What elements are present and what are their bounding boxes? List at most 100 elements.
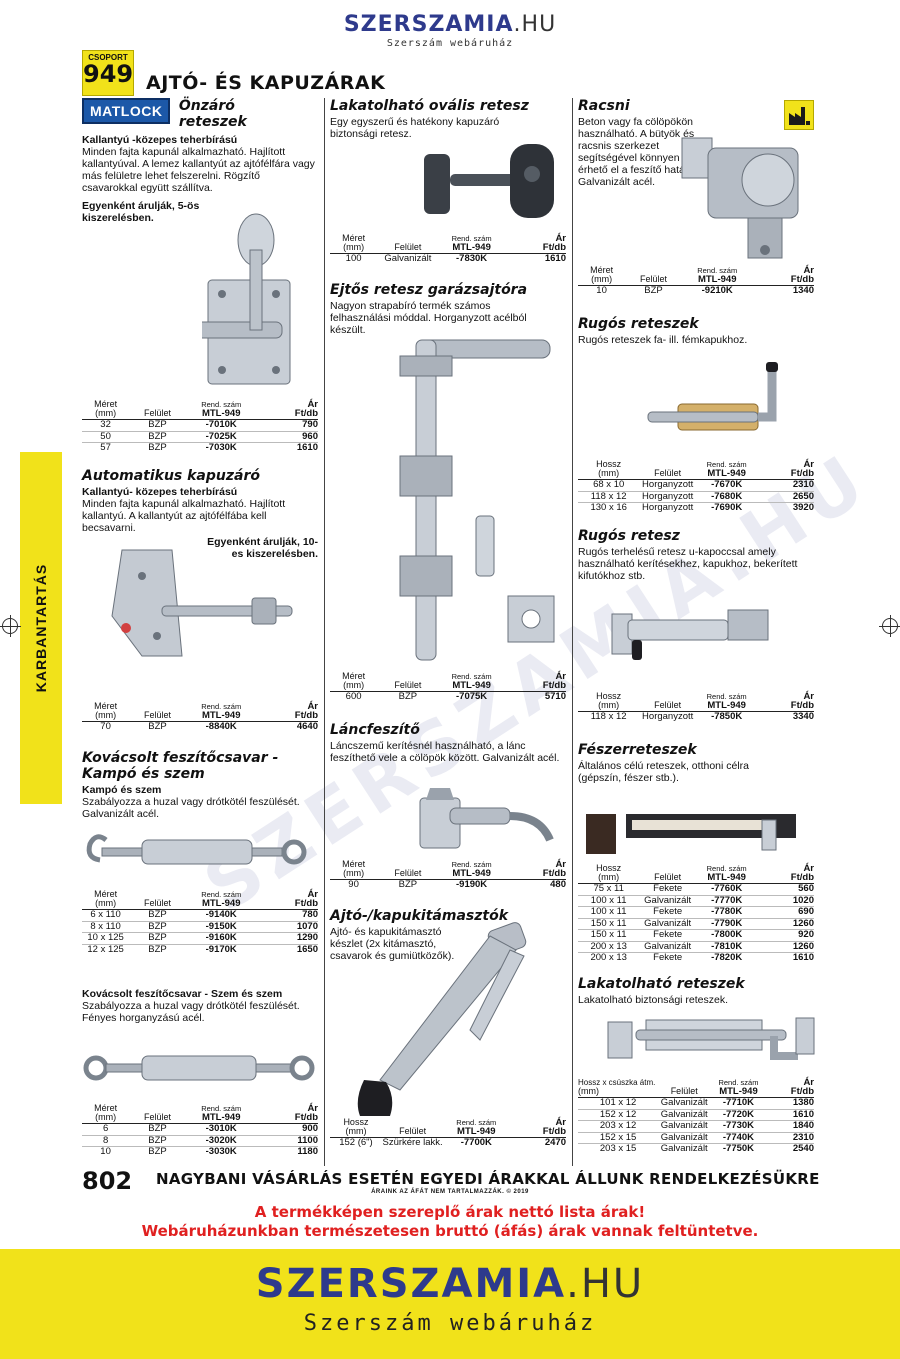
group-label: CSOPORT [88,53,128,62]
section-title: Racsni [578,98,630,114]
section-subtitle: Kovácsolt feszítőcsavar - Szem és szem [82,988,283,1000]
group-box: CSOPORT 949 [82,50,134,96]
shed-bolt-image [586,814,796,854]
section-description: Rugós terhelésű retesz u-kapoccsal amely… [578,546,798,582]
section-chain-tensioner: Láncfeszítő Láncszemű kerítésnél használ… [330,722,566,764]
section-description: Egy egyszerű és hatékony kapuzáró bizton… [330,116,500,140]
section-description: Minden fajta kapunál alkalmazható. Hajlí… [82,146,315,194]
section-description: Láncszemű kerítésnél használható, a lánc… [330,740,560,764]
section-description: Szabályozza a huzal vagy drótkötél feszü… [82,1000,300,1024]
section-subtitle: Kallantyú -közepes teherbírású [82,134,238,146]
section-self-closing-latch: MATLOCK Önzáró reteszek Kallantyú -közep… [82,98,318,224]
vat-note: ÁRAINK AZ ÁFÁT NEM TARTALMAZZÁK. © 2019 [371,1189,529,1195]
spring-bolt-image [647,362,778,431]
section-subtitle: Kampó és szem [82,784,162,796]
section-title: Lakatolható ovális retesz [330,98,529,114]
registration-mark-icon [879,615,900,637]
registration-mark-icon [0,615,21,637]
section-automatic-gate-latch: Automatikus kapuzáró Kallantyú- közepes … [82,468,318,560]
section-title-line1: Önzáró [178,98,235,114]
wholesale-note: NAGYBANI VÁSÁRLÁS ESETÉN EGYEDI ÁRAKKAL … [156,1170,820,1188]
section-note: Egyenként árulják, 5-ös kiszerelésben. [82,200,200,224]
column-divider [324,98,325,1166]
spring-latch-image [611,609,769,660]
column-divider [572,98,573,1166]
section-title: Automatikus kapuzáró [82,468,260,484]
section-title: Ejtős retesz garázsajtóra [330,282,528,298]
section-description: Ajtó- és kapukitámasztó készlet (2x kitá… [330,926,455,962]
section-ratchet: Racsni Beton vagy fa cölöpökön használha… [578,98,814,188]
section-title-line2: Kampó és szem [82,766,205,782]
section-padlock-oval-bolt: Lakatolható ovális retesz Egy egyszerű é… [330,98,566,140]
door-gate-stay-image [357,922,527,1116]
ratchet-image [681,137,799,259]
self-closing-latch-image [202,213,291,385]
section-description: Rugós reteszek fa- ill. fémkapukhoz. [578,334,748,346]
section-spring-bolts: Rugós reteszek Rugós reteszek fa- ill. f… [578,316,814,346]
section-description: Nagyon strapabíró termék számos felhaszn… [330,300,527,336]
net-price-notice: A termékképen szereplő árak nettó lista … [254,1203,646,1221]
group-number: 949 [83,60,134,88]
side-tab: KARBANTARTÁS [20,452,62,804]
garage-drop-bolt-image [399,339,555,661]
section-title-line2: reteszek [178,114,247,130]
gross-price-notice: Webáruházunkban természetesen bruttó (áf… [141,1222,759,1240]
bottom-logo: SZERSZAMIA.HU [255,1261,645,1307]
top-logo: SZERSZAMIA.HU [343,12,557,37]
section-title-line1: Kovácsolt feszítőcsavar - [82,750,279,766]
section-subtitle: Kallantyú- közepes teherbírású [82,486,238,498]
matlock-logo: MATLOCK [82,98,171,124]
group-title: AJTÓ- ÉS KAPUZÁRAK [146,72,386,94]
padlock-bolt-image [607,1017,815,1060]
section-door-gate-stays: Ajtó-/kapukitámasztók Ajtó- és kapukitám… [330,908,566,962]
factory-icon [784,100,814,130]
section-shed-bolts: Fészerreteszek Általános célú reteszek, … [578,742,814,784]
section-padlock-bolts: Lakatolható reteszek Lakatolható biztons… [578,976,814,1006]
section-note: Egyenként árulják, 10-es kiszerelésben. [207,536,318,560]
bottom-brand-band: SZERSZAMIA.HU Szerszám webáruház [0,1249,900,1359]
automatic-gate-latch-image [111,549,293,657]
section-garage-drop-bolt: Ejtős retesz garázsajtóra Nagyon strapab… [330,282,566,336]
factory-icon-glyph [789,107,810,125]
chain-tensioner-image [419,788,554,849]
section-description: Általános célú reteszek, otthoni célra (… [578,760,750,784]
padlock-oval-bolt-image [424,144,554,218]
section-title: Fészerreteszek [578,742,697,758]
